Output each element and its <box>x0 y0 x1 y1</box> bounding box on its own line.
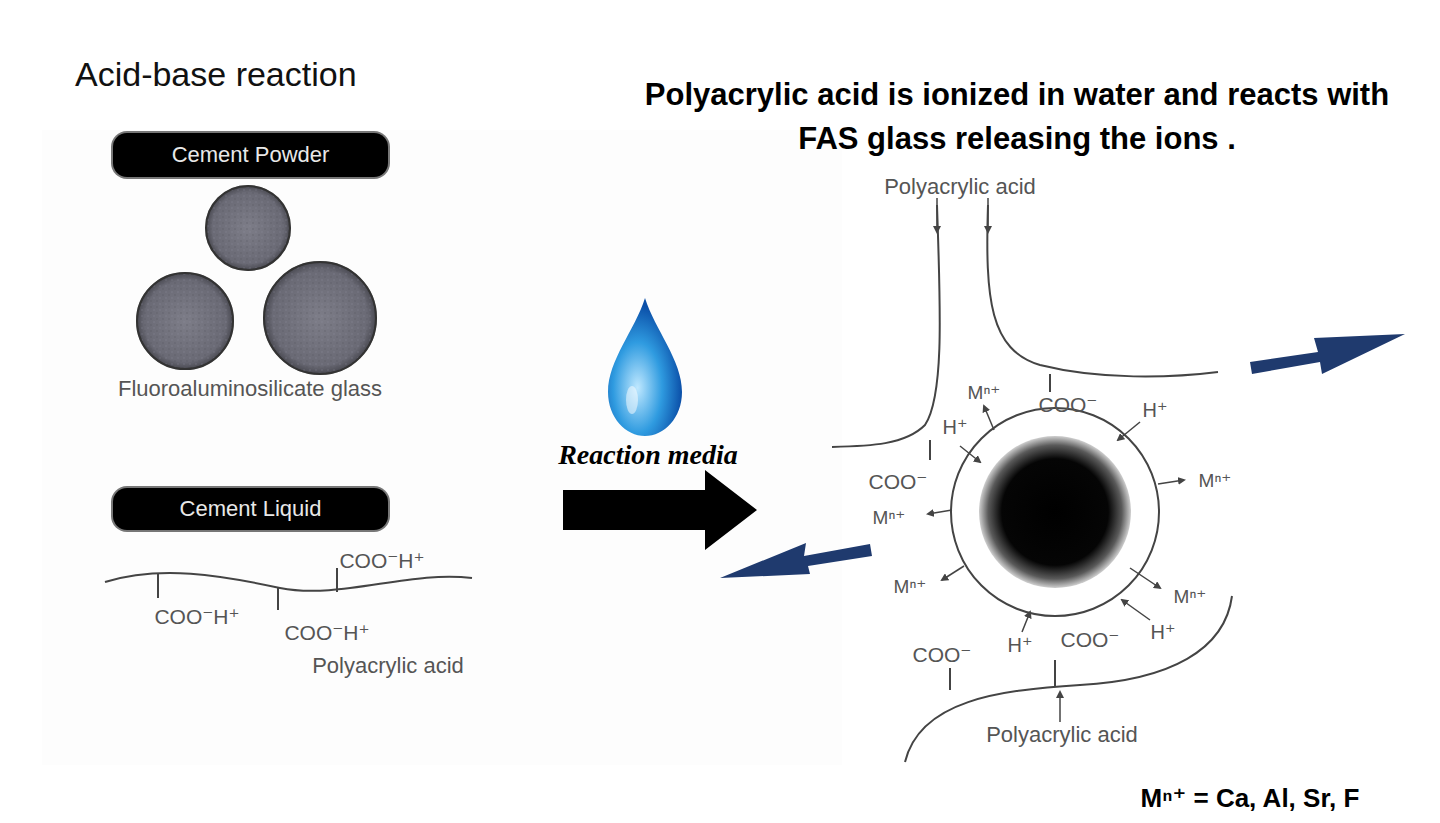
part-label: Polyacrylic acid <box>986 722 1138 748</box>
group-label: COO⁻ <box>869 470 928 494</box>
label-pill: Cement Liquid <box>113 488 388 530</box>
diagram-title: Acid-base reaction <box>75 55 357 94</box>
group-label: COO⁻ <box>1039 393 1098 417</box>
ion-label: H⁺ <box>1008 633 1033 657</box>
group-label: COO⁻H⁺ <box>154 605 239 629</box>
medium-label: Reaction media <box>558 439 738 471</box>
part-label: Polyacrylic acid <box>884 174 1036 200</box>
ion-label: Mⁿ⁺ <box>1174 585 1207 608</box>
group-label: COO⁻ <box>1061 628 1120 652</box>
pill-text: Cement Liquid <box>180 496 322 522</box>
group-label: COO⁻ <box>913 643 972 667</box>
label-pill: Cement Powder <box>113 133 388 177</box>
ion-label: Mⁿ⁺ <box>873 506 906 529</box>
part-label: Fluoroaluminosilicate glass <box>118 376 382 402</box>
legend-note: Mⁿ⁺ = Ca, Al, Sr, F <box>1141 783 1360 814</box>
ion-label: H⁺ <box>1151 620 1176 644</box>
ion-label: H⁺ <box>1143 398 1168 422</box>
part-label: Polyacrylic acid <box>312 653 464 679</box>
group-label: COO⁻H⁺ <box>284 621 369 645</box>
ion-label: Mⁿ⁺ <box>968 381 1001 404</box>
heading-text: Polyacrylic acid is ionized in water and… <box>622 73 1412 161</box>
ion-label: H⁺ <box>943 415 968 439</box>
pill-text: Cement Powder <box>172 142 330 168</box>
ion-label: Mⁿ⁺ <box>894 575 927 598</box>
group-label: COO⁻H⁺ <box>339 549 424 573</box>
ion-label: Mⁿ⁺ <box>1199 469 1232 492</box>
